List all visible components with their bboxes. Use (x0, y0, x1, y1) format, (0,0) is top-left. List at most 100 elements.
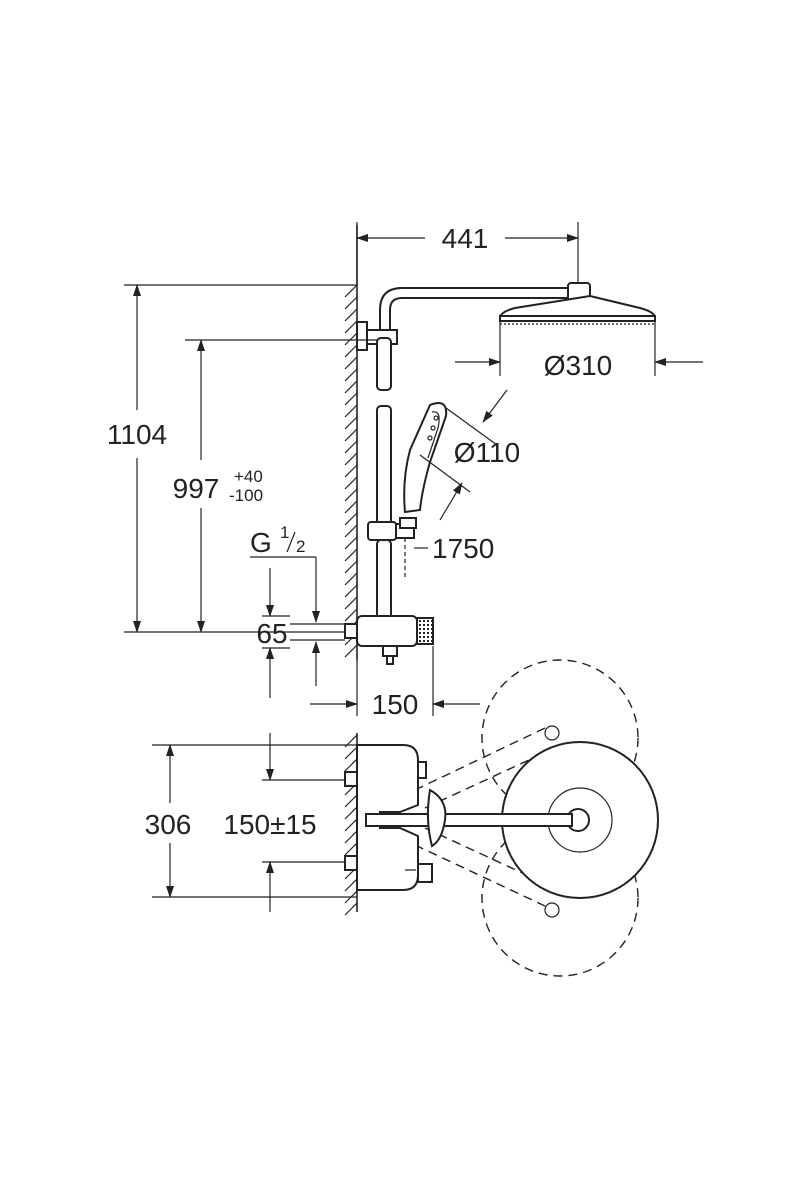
dim-arm-length: 441 (356, 222, 579, 285)
head-shower-plan (365, 741, 659, 899)
thermostat-elevation (344, 615, 434, 665)
wall-hatch (344, 284, 358, 658)
hatch-line (344, 596, 358, 610)
hatch-line (344, 476, 358, 490)
knurl-dot (419, 632, 421, 634)
hatch-line (344, 392, 358, 406)
hatch-line (344, 794, 358, 808)
label-thread: G (250, 527, 272, 558)
wall-plan (344, 733, 358, 916)
hatch-line (344, 524, 358, 538)
hatch-line (344, 380, 358, 394)
knurl-dot (427, 632, 429, 634)
dim-hand-diameter: Ø110 (419, 389, 520, 521)
label-projection: 150 (372, 689, 419, 720)
label-thread-num: 1 (280, 523, 289, 542)
label-thread-den: 2 (296, 537, 305, 556)
plan-view: 306 150±15 (145, 659, 659, 977)
label-total-height: 1104 (107, 419, 167, 450)
hatch-line (344, 464, 358, 478)
hatch-line (344, 500, 358, 514)
hatch-line (344, 332, 358, 346)
knurl-dot (431, 624, 433, 626)
head-shower (498, 294, 657, 325)
knurl-dot (431, 620, 433, 622)
label-plan-width: 306 (145, 809, 192, 840)
knurl-dot (427, 620, 429, 622)
slide-holder (367, 517, 417, 578)
hatch-line (344, 320, 358, 334)
knurl-dot (431, 632, 433, 634)
hatch-line (344, 404, 358, 418)
dim-plan-spacing: 150±15 (223, 733, 345, 912)
label-hand-diameter: Ø110 (454, 437, 520, 468)
label-outlet-tol-plus: +40 (234, 467, 263, 486)
hatch-line (344, 572, 358, 586)
hatch-line (344, 308, 358, 322)
knurl-dot (423, 620, 425, 622)
thread-label: G 1 2 (250, 523, 345, 686)
knurl-dot (423, 632, 425, 634)
knurl-dot (431, 628, 433, 630)
thermostat-plan (344, 744, 433, 891)
knurl-dot (427, 640, 429, 642)
hatch-line (344, 842, 358, 856)
label-hose-length: 1750 (432, 533, 494, 564)
dim-total-height: 1104 (107, 284, 357, 633)
hatch-line (344, 878, 358, 892)
hatch-line (344, 488, 358, 502)
hatch-line (344, 818, 358, 832)
wall-hatch (344, 734, 358, 916)
knurl-dot (419, 624, 421, 626)
hatch-line (344, 512, 358, 526)
knurl-dot (423, 640, 425, 642)
knurl-dot (419, 640, 421, 642)
dim-projection: 150 (310, 646, 480, 720)
hatch-line (344, 536, 358, 550)
knurl-dot (419, 636, 421, 638)
knurled-knob (419, 620, 433, 642)
dim-plan-width: 306 (145, 744, 357, 898)
hatch-line (344, 584, 358, 598)
label-outlet-height: 997 (173, 473, 220, 504)
hatch-line (344, 746, 358, 760)
knurl-dot (423, 636, 425, 638)
knurl-dot (427, 636, 429, 638)
hand-shower (403, 402, 448, 514)
knurl-dot (419, 628, 421, 630)
hatch-line (344, 548, 358, 562)
hatch-line (344, 806, 358, 820)
label-inlet-height: 65 (256, 618, 287, 649)
label-arm-length: 441 (442, 223, 489, 254)
hatch-line (344, 758, 358, 772)
hatch-line (344, 608, 358, 622)
hatch-line (344, 428, 358, 442)
label-outlet-tol-minus: -100 (229, 486, 263, 505)
dim-inlet-height: 65 (256, 568, 290, 698)
hatch-line (344, 368, 358, 382)
riser-rail (376, 337, 392, 621)
dim-hose-length: 1750 (414, 533, 494, 564)
hatch-line (344, 452, 358, 466)
knurl-dot (431, 636, 433, 638)
wall-elevation (344, 225, 358, 660)
elevation-view: 441 Ø310 Ø110 1104 (107, 222, 703, 720)
knurl-dot (423, 624, 425, 626)
hatch-line (344, 830, 358, 844)
hatch-line (344, 296, 358, 310)
knurl-dot (423, 628, 425, 630)
knurl-dot (427, 628, 429, 630)
dim-outlet-height: 997 +40 -100 (173, 339, 377, 633)
hatch-line (344, 902, 358, 916)
hatch-line (344, 644, 358, 658)
label-plan-spacing: 150±15 (223, 809, 316, 840)
hatch-line (344, 344, 358, 358)
label-head-diameter: Ø310 (544, 350, 613, 381)
knurl-dot (419, 620, 421, 622)
hatch-line (344, 560, 358, 574)
dim-head-diameter: Ø310 (455, 322, 703, 381)
hatch-line (344, 356, 358, 370)
knurl-dot (427, 624, 429, 626)
hatch-line (344, 440, 358, 454)
